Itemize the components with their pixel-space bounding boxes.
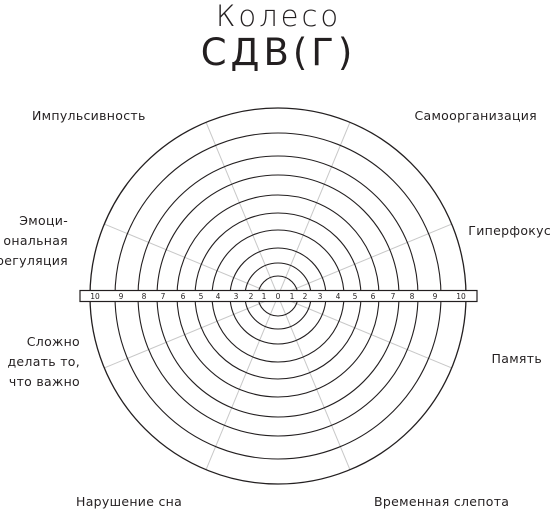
label-hard-line-1: Сложно bbox=[26, 334, 80, 349]
wheel-spoke bbox=[277, 122, 351, 297]
scale-tick-label: 0 bbox=[276, 292, 281, 301]
scale-tick-label: 8 bbox=[410, 292, 415, 301]
scale-tick-label: 5 bbox=[199, 292, 204, 301]
label-emotional-regulation: Эмоци- ональная регуляция bbox=[0, 211, 68, 271]
label-sleep-disturbance: Нарушение сна bbox=[76, 494, 183, 509]
scale-tick-label: 7 bbox=[391, 292, 396, 301]
scale-tick-label: 4 bbox=[336, 292, 341, 301]
wheel-spoke bbox=[277, 295, 351, 470]
label-emotional-line-1: Эмоци- bbox=[19, 213, 68, 228]
label-time-blindness: Временная слепота bbox=[374, 494, 510, 509]
label-hyperfocus: Гиперфокус bbox=[468, 223, 551, 238]
label-impulsivity: Импульсивность bbox=[32, 108, 146, 123]
wheel-spokes bbox=[104, 122, 452, 470]
wheel-spoke bbox=[104, 223, 279, 297]
scale-tick-label: 2 bbox=[249, 292, 254, 301]
label-hard-line-3: что важно bbox=[8, 374, 80, 389]
wheel-spoke bbox=[277, 223, 452, 297]
scale-tick-label: 10 bbox=[456, 292, 466, 301]
title-line-2: СДВ(Г) bbox=[200, 31, 357, 74]
scale-tick-label: 7 bbox=[161, 292, 166, 301]
wheel-spoke bbox=[104, 295, 279, 369]
scale-tick-label: 1 bbox=[262, 292, 267, 301]
scale-tick-label: 3 bbox=[318, 292, 323, 301]
scale-tick-label: 10 bbox=[90, 292, 100, 301]
scale-tick-label: 6 bbox=[181, 292, 186, 301]
scale-tick-label: 1 bbox=[290, 292, 295, 301]
label-memory: Память bbox=[491, 351, 542, 366]
title-line-1: Колесо bbox=[215, 0, 342, 33]
scale-tick-label: 6 bbox=[371, 292, 376, 301]
scale-tick-label: 5 bbox=[353, 292, 358, 301]
label-hard-line-2: делать то, bbox=[7, 354, 80, 369]
label-emotional-line-2: ональная bbox=[3, 233, 68, 248]
wheel-spoke bbox=[205, 122, 279, 297]
scale-tick-label: 9 bbox=[433, 292, 438, 301]
scale-tick-label: 8 bbox=[142, 292, 147, 301]
scale-tick-label: 4 bbox=[216, 292, 221, 301]
scale-tick-label: 9 bbox=[119, 292, 124, 301]
scale-tick-label: 2 bbox=[303, 292, 308, 301]
wheel-spoke bbox=[277, 295, 452, 369]
label-hard-to-do: Сложно делать то, что важно bbox=[0, 332, 80, 392]
label-self-organization: Самоорганизация bbox=[414, 108, 537, 123]
label-emotional-line-3: регуляция bbox=[0, 253, 68, 268]
scale-bar-frame bbox=[79, 289, 478, 303]
wheel-spoke bbox=[205, 295, 279, 470]
scale-tick-label: 3 bbox=[234, 292, 239, 301]
